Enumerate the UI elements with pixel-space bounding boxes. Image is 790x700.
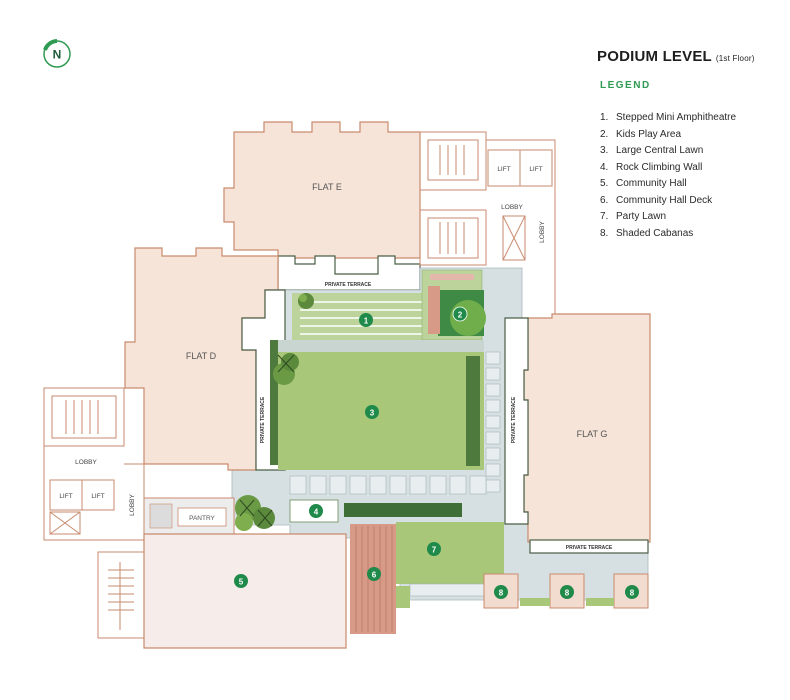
- party-lawn-edge: [396, 586, 410, 608]
- legend-heading: LEGEND: [600, 80, 651, 91]
- lift-label-2: LIFT: [529, 166, 542, 173]
- tree-cluster-bottom: [235, 495, 275, 531]
- svg-text:1: 1: [364, 317, 369, 326]
- plan-subtitle: (1st Floor): [715, 54, 755, 63]
- stepping-pavers: [485, 351, 501, 493]
- deck-planks: [355, 526, 393, 632]
- cabana-lawn-strip-2: [586, 598, 614, 606]
- legend-item: 1.Stepped Mini Amphitheatre: [600, 112, 737, 123]
- marker-1: 1: [359, 313, 373, 327]
- lobby-label-right: LOBBY: [539, 221, 546, 243]
- legend-item: 7.Party Lawn: [600, 211, 667, 222]
- lift-label-1: LIFT: [497, 166, 510, 173]
- svg-text:7: 7: [432, 546, 437, 555]
- svg-text:8: 8: [630, 589, 635, 598]
- lawn-hedge: [466, 356, 480, 466]
- party-lawn-step: [409, 583, 485, 597]
- cabana-lawn-strip-1: [520, 598, 550, 606]
- svg-text:8: 8: [565, 589, 570, 598]
- marker-5: 5: [234, 574, 248, 588]
- marker-6: 6: [367, 567, 381, 581]
- tree-amphitheatre: [298, 293, 314, 309]
- lobby-label-top: LOBBY: [501, 204, 523, 211]
- marker-4: 4: [309, 504, 323, 518]
- plan-title: PODIUM LEVEL(1st Floor): [597, 48, 755, 65]
- flat-d-label: FLAT D: [186, 351, 217, 361]
- legend-item: 4.Rock Climbing Wall: [600, 161, 703, 173]
- flat-g-block: [523, 313, 651, 543]
- core-left: [43, 387, 145, 541]
- flat-e-block: [223, 121, 421, 259]
- marker-8c: 8: [625, 585, 639, 599]
- legend-list: 1.Stepped Mini Amphitheatre 2.Kids Play …: [600, 110, 736, 242]
- lawn-edge-path: [278, 340, 484, 352]
- svg-text:2: 2: [458, 311, 463, 320]
- community-hall: [143, 533, 347, 649]
- svg-text:8: 8: [499, 589, 504, 598]
- pantry-room: [143, 497, 235, 535]
- bottom-pavers: [289, 475, 487, 495]
- private-terrace-top-label: PRIVATE TERRACE: [325, 282, 372, 288]
- marker-3: 3: [365, 405, 379, 419]
- plan-title-text: PODIUM LEVEL: [597, 48, 712, 65]
- pantry-label: PANTRY: [189, 515, 215, 522]
- central-lawn: [278, 352, 484, 470]
- lobby-label-vertical: LOBBY: [129, 494, 136, 516]
- svg-text:6: 6: [372, 571, 377, 580]
- private-terrace-bottom: [529, 539, 649, 554]
- private-terrace-left-label: PRIVATE TERRACE: [260, 396, 266, 443]
- svg-text:5: 5: [239, 578, 244, 587]
- flat-e-label: FLAT E: [312, 182, 342, 192]
- north-indicator: N: [43, 39, 71, 68]
- legend-item: 8.Shaded Cabanas: [600, 227, 694, 239]
- cabanas: [483, 573, 649, 609]
- private-terrace-right-label: PRIVATE TERRACE: [511, 396, 517, 443]
- private-terrace-right: [504, 317, 529, 525]
- lift-label-4: LIFT: [91, 493, 104, 500]
- private-terrace-bottom-label: PRIVATE TERRACE: [566, 545, 613, 551]
- climbing-wall-strip: [344, 503, 462, 517]
- legend-item: 6.Community Hall Deck: [600, 194, 713, 206]
- north-label: N: [53, 48, 62, 62]
- legend-item: 2.Kids Play Area: [600, 128, 682, 140]
- tree-lawn-left: [273, 353, 299, 385]
- marker-8a: 8: [494, 585, 508, 599]
- legend-item: 3.Large Central Lawn: [600, 145, 704, 156]
- planter-left: [270, 340, 278, 465]
- flat-g-label: FLAT G: [577, 429, 608, 439]
- marker-8b: 8: [560, 585, 574, 599]
- svg-text:4: 4: [314, 508, 319, 517]
- svg-text:3: 3: [370, 409, 375, 418]
- marker-2: 2: [452, 306, 468, 322]
- lift-label-3: LIFT: [59, 493, 72, 500]
- hall-stairs: [97, 551, 145, 639]
- marker-7: 7: [427, 542, 441, 556]
- lobby-label-left: LOBBY: [75, 459, 97, 466]
- kids-play-area: [421, 269, 486, 341]
- legend-item: 5.Community Hall: [600, 178, 687, 189]
